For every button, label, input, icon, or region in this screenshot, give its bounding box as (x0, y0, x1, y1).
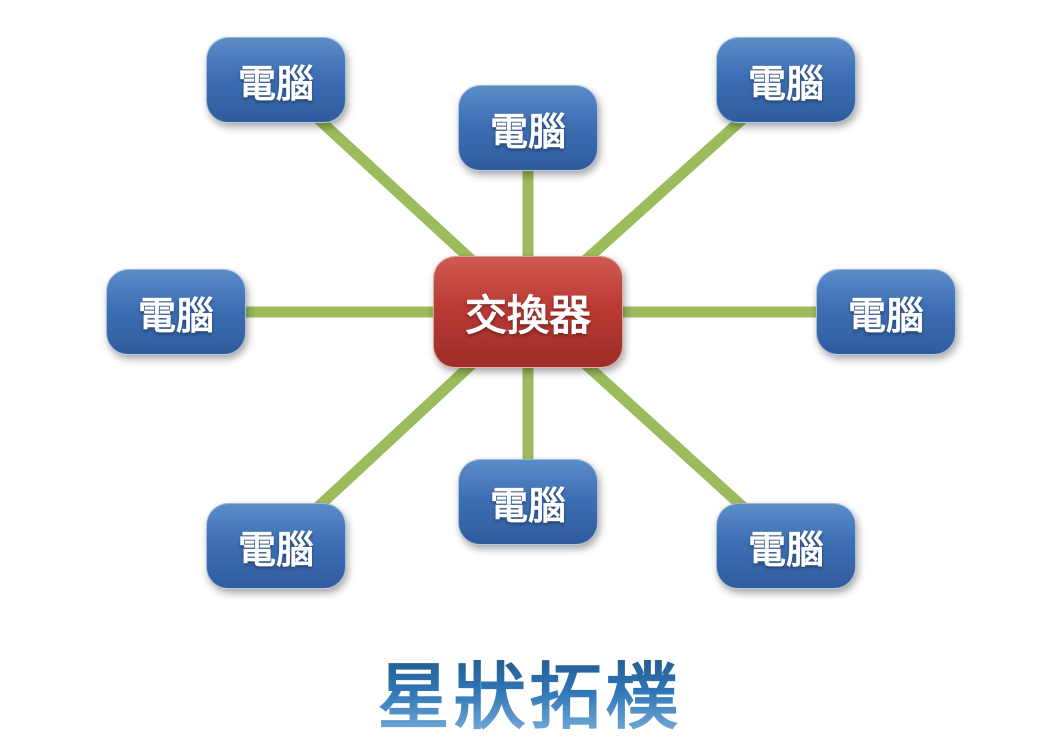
computer-node-top-left: 電腦 (206, 37, 346, 123)
computer-node-label: 電腦 (237, 63, 314, 106)
computer-node-top-center: 電腦 (458, 85, 598, 171)
computer-node-label: 電腦 (747, 529, 824, 572)
computer-node-label: 電腦 (747, 63, 824, 106)
computer-node-label: 電腦 (237, 529, 314, 572)
switch-node: 交換器 (433, 256, 623, 368)
computer-node-bottom-right: 電腦 (716, 503, 856, 589)
computer-node-label: 電腦 (489, 111, 566, 154)
computer-node-bottom-center: 電腦 (458, 459, 598, 545)
computer-node-left: 電腦 (106, 269, 246, 355)
computer-node-bottom-left: 電腦 (206, 503, 346, 589)
switch-node-label: 交換器 (464, 291, 591, 339)
computer-node-label: 電腦 (847, 295, 924, 338)
computer-node-right: 電腦 (816, 269, 956, 355)
computer-node-top-right: 電腦 (716, 37, 856, 123)
diagram-title: 星狀拓樸 (377, 638, 681, 743)
computer-node-label: 電腦 (137, 295, 214, 338)
computer-node-label: 電腦 (489, 485, 566, 528)
diagram-title-container: 星狀拓樸 (0, 638, 1059, 743)
